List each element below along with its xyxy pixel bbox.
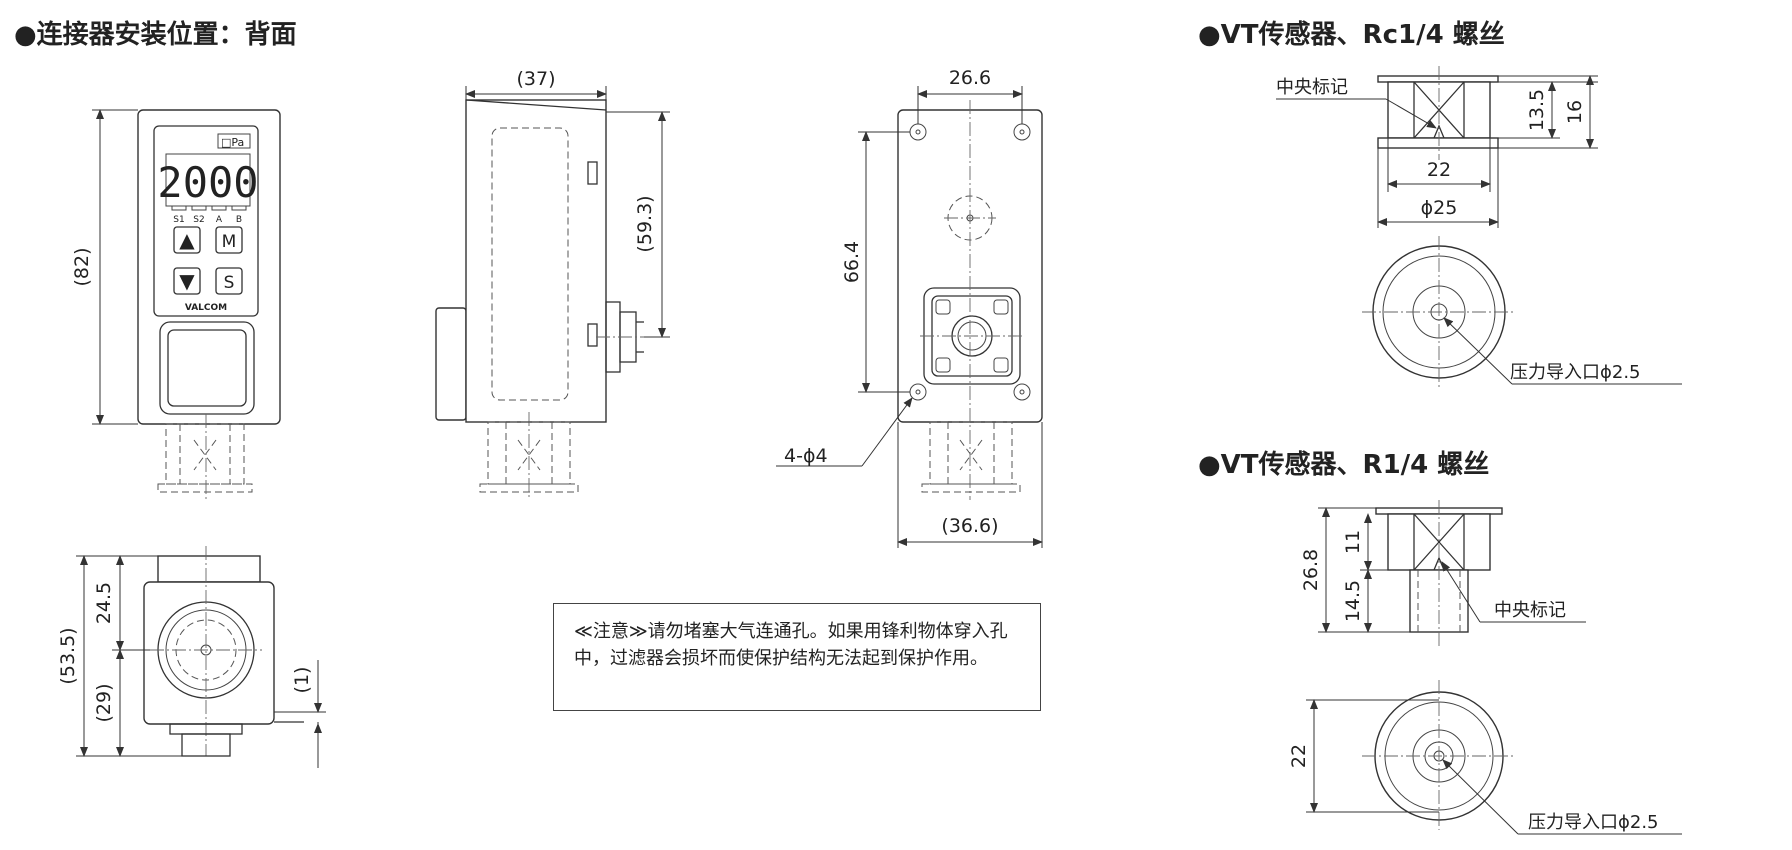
- heading-rc14: ●VT传感器、Rc1/4 螺丝: [1198, 14, 1505, 51]
- up-button[interactable]: [173, 226, 201, 254]
- notice-text: ≪注意≫请勿堵塞大气连通孔。如果用锋利物体穿入孔中，过滤器会损坏而使保护结构无法…: [574, 621, 1008, 669]
- r-bottom-view: 22 压力导入口ϕ2.5: [1288, 680, 1682, 835]
- down-button-glyph: ▼: [179, 269, 195, 293]
- rc-port-label: 压力导入口ϕ2.5: [1510, 362, 1641, 383]
- r-dim-width: 22: [1288, 744, 1310, 768]
- bottom-view: (53.5) 24.5 (29) (1): [57, 546, 326, 768]
- indicator-s1: S1: [173, 215, 184, 225]
- rc14-heading-text: ●VT传感器、Rc1/4 螺丝: [1198, 20, 1505, 50]
- brand-logo: VALCOM: [185, 303, 227, 313]
- set-button-label: S: [224, 273, 235, 293]
- mode-button-label: M: [222, 232, 237, 252]
- rc-center-mark: 中央标记: [1276, 77, 1348, 98]
- side-dim-height: (59.3): [634, 195, 656, 252]
- r-center-mark: 中央标记: [1494, 600, 1566, 621]
- side-view: (37) (59.3): [435, 68, 670, 500]
- indicator-b: B: [236, 215, 242, 225]
- rc-dim-outer: 16: [1564, 100, 1586, 124]
- mode-button[interactable]: [215, 226, 243, 254]
- heading-connector: ●连接器安装位置：背面: [14, 14, 297, 51]
- r-dim-upper: 11: [1342, 530, 1364, 554]
- back-dim-height: 66.4: [841, 241, 863, 283]
- unit-label: □Pa: [221, 136, 244, 149]
- bottom-dim-total: (53.5): [57, 627, 79, 684]
- back-dim-top: 26.6: [949, 67, 991, 89]
- display-value: 2000: [157, 158, 258, 207]
- bottom-dim-lower: (29): [93, 683, 115, 722]
- notice-box: ≪注意≫请勿堵塞大气连通孔。如果用锋利物体穿入孔中，过滤器会损坏而使保护结构无法…: [553, 603, 1041, 711]
- r-dim-total: 26.8: [1300, 549, 1322, 591]
- back-hole-label: 4-ϕ4: [784, 445, 828, 467]
- rc-bottom-view: 压力导入口ϕ2.5: [1362, 236, 1682, 388]
- bottom-dim-upper: 24.5: [93, 582, 115, 624]
- rc-dim-inner: 13.5: [1526, 89, 1548, 131]
- heading-r14: ●VT传感器、R1/4 螺丝: [1198, 444, 1489, 481]
- connector-heading-text: ●连接器安装位置：背面: [14, 20, 297, 50]
- r-side-view: 26.8 11 14.5 中央标记: [1300, 500, 1586, 646]
- back-dim-bottom: (36.6): [941, 515, 998, 537]
- front-dim-height: (82): [71, 247, 93, 286]
- rc-dim-width: 22: [1427, 159, 1451, 181]
- up-button-glyph: ▲: [179, 228, 195, 252]
- r-dim-lower: 14.5: [1342, 580, 1364, 622]
- set-button[interactable]: [215, 267, 243, 295]
- front-view: □Pa 2000 S1 S2 A B ▲ M ▼ S VALCOM: [71, 109, 281, 500]
- indicator-a: A: [216, 215, 223, 225]
- down-button[interactable]: [173, 267, 201, 295]
- rc-side-view: 中央标记 13.5 16 22 ϕ25: [1276, 66, 1598, 228]
- bottom-dim-offset: (1): [291, 667, 313, 694]
- side-dim-width: (37): [516, 68, 555, 90]
- indicator-s2: S2: [193, 215, 204, 225]
- back-view: 26.6 66.4 (36.6) 4-ϕ4: [776, 67, 1043, 548]
- r-port-label: 压力导入口ϕ2.5: [1528, 812, 1659, 833]
- r14-heading-text: ●VT传感器、R1/4 螺丝: [1198, 450, 1490, 480]
- rc-dim-dia: ϕ25: [1421, 197, 1458, 219]
